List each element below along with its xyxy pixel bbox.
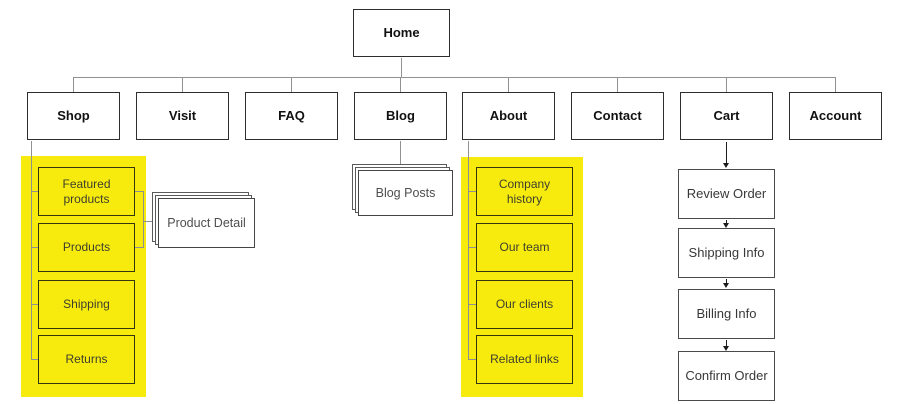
connector-shop-child1 (31, 191, 38, 192)
arrow-down-icon (722, 346, 729, 351)
node-label: Confirm Order (685, 367, 768, 383)
connector-about-child3 (468, 304, 476, 305)
node-review-order[interactable]: Review Order (678, 169, 775, 219)
node-label: Contact (593, 107, 642, 123)
node-faq[interactable]: FAQ (245, 92, 338, 140)
node-label: Products (62, 240, 111, 255)
node-label: Visit (168, 107, 197, 123)
arrow-down-icon (722, 223, 729, 228)
connector-stub-faq (291, 77, 292, 92)
node-label: Account (809, 107, 862, 123)
connector-detail-lead (143, 221, 158, 222)
node-label: Cart (713, 107, 740, 123)
node-label: Review Order (686, 185, 767, 201)
stack-page-front: Product Detail (158, 198, 255, 248)
connector-stub-about (508, 77, 509, 92)
connector-about-child2 (468, 247, 476, 248)
node-account[interactable]: Account (789, 92, 882, 140)
node-billing-info[interactable]: Billing Info (678, 289, 775, 339)
node-our-clients[interactable]: Our clients (476, 280, 573, 329)
connector-detail-bracket (143, 191, 144, 248)
connector-home-drop (401, 58, 402, 77)
stack-product-detail[interactable]: Product Detail (152, 192, 255, 248)
connector-blog-drop (400, 141, 401, 165)
stack-blog-posts[interactable]: Blog Posts (352, 164, 453, 216)
node-shipping-info[interactable]: Shipping Info (678, 228, 775, 278)
arrow-down-icon (722, 283, 729, 288)
node-home[interactable]: Home (353, 9, 450, 57)
connector-top-rail (73, 77, 836, 78)
connector-shop-child4 (31, 359, 38, 360)
node-visit[interactable]: Visit (136, 92, 229, 140)
node-label: Blog (386, 107, 415, 123)
node-shop[interactable]: Shop (27, 92, 120, 140)
node-label: Shipping Info (688, 244, 765, 260)
connector-shop-child3 (31, 304, 38, 305)
connector-featured-to-detail (135, 191, 144, 192)
connector-stub-blog (400, 77, 401, 92)
node-blog[interactable]: Blog (354, 92, 447, 140)
node-label: Blog Posts (375, 186, 436, 200)
connector-about-child4 (468, 359, 476, 360)
connector-stub-contact (617, 77, 618, 92)
connector-stub-visit (182, 77, 183, 92)
node-label: About (489, 107, 528, 123)
node-label: Company history (498, 177, 551, 206)
node-label: Shop (57, 107, 90, 123)
arrow-down-icon (722, 163, 729, 168)
node-label: Our clients (495, 297, 554, 312)
node-label: Related links (490, 352, 559, 367)
node-label: Our team (499, 240, 550, 255)
connector-shop-tree (31, 141, 32, 360)
node-contact[interactable]: Contact (571, 92, 664, 140)
connector-about-child1 (468, 191, 476, 192)
node-label: FAQ (278, 107, 305, 123)
node-about[interactable]: About (462, 92, 555, 140)
connector-shop-child2 (31, 247, 38, 248)
node-cart[interactable]: Cart (680, 92, 773, 140)
node-company-history[interactable]: Company history (476, 167, 573, 216)
connector-stub-account (835, 77, 836, 92)
node-related-links[interactable]: Related links (476, 335, 573, 384)
node-label: Billing Info (696, 305, 757, 321)
stack-page-front: Blog Posts (358, 170, 453, 216)
node-returns[interactable]: Returns (38, 335, 135, 384)
node-confirm-order[interactable]: Confirm Order (678, 351, 775, 401)
node-our-team[interactable]: Our team (476, 223, 573, 272)
node-label: Home (383, 24, 420, 40)
node-products[interactable]: Products (38, 223, 135, 272)
node-label: Featured products (62, 177, 111, 206)
node-shipping[interactable]: Shipping (38, 280, 135, 329)
connector-stub-cart (726, 77, 727, 92)
node-label: Returns (65, 352, 108, 367)
node-label: Product Detail (167, 216, 246, 230)
connector-products-to-detail (135, 247, 144, 248)
node-featured-products[interactable]: Featured products (38, 167, 135, 216)
connector-stub-shop (73, 77, 74, 92)
connector-about-tree (468, 141, 469, 360)
node-label: Shipping (63, 297, 110, 312)
